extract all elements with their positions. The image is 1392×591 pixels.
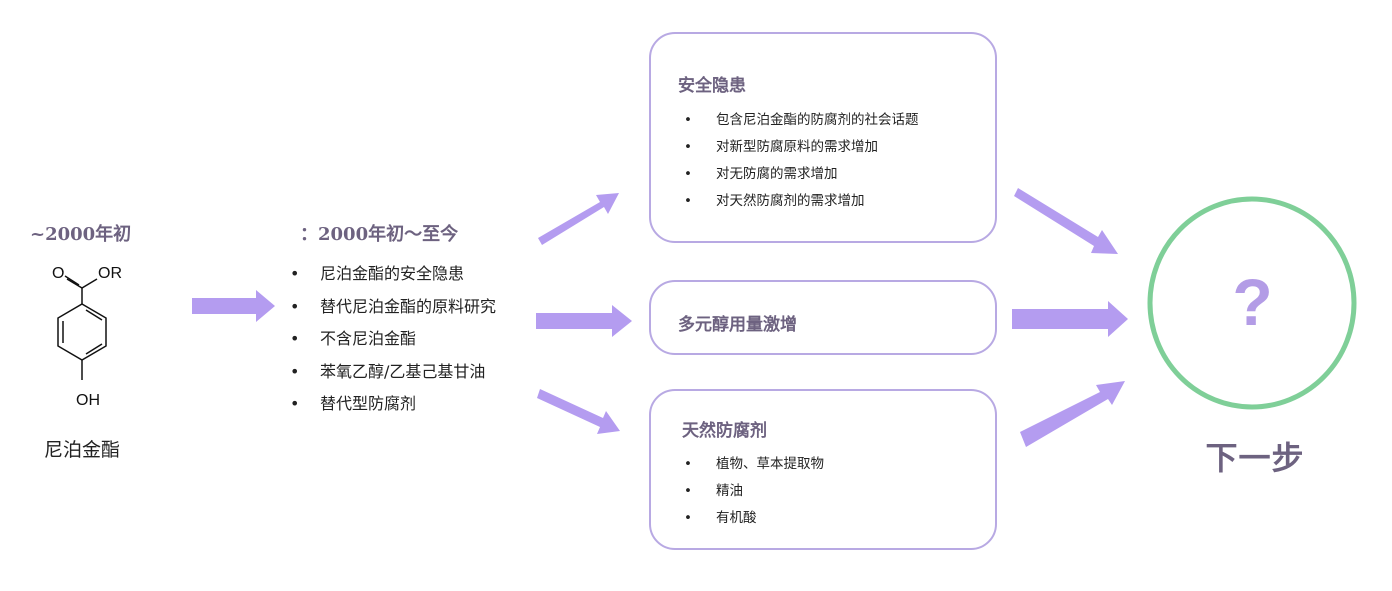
list-item: 有机酸 xyxy=(684,509,824,536)
list-item: 尼泊金酯的安全隐患 xyxy=(290,263,496,296)
arrow-up-right-icon xyxy=(1020,381,1125,447)
list-item: 苯氧乙醇/乙基己基甘油 xyxy=(290,361,496,394)
safety-box-list: 包含尼泊金酯的防腐剂的社会话题 对新型防腐原料的需求增加 对无防腐的需求增加 对… xyxy=(684,111,919,219)
next-step-label: 下一步 xyxy=(1205,439,1305,477)
next-step-circle xyxy=(1147,196,1357,410)
arrow-right-icon xyxy=(192,290,275,322)
arrow-down-right-icon xyxy=(1014,188,1118,254)
natural-box-list: 植物、草本提取物 精油 有机酸 xyxy=(684,455,824,536)
paraben-structure: O OR OH xyxy=(52,265,122,409)
safety-box-title: 安全隐患 xyxy=(678,76,746,96)
list-item: 不含尼泊金酯 xyxy=(290,328,496,361)
list-item: 包含尼泊金酯的防腐剂的社会话题 xyxy=(684,111,919,138)
list-item: 对新型防腐原料的需求增加 xyxy=(684,138,919,165)
arrow-up-right-icon xyxy=(538,193,619,245)
current-trends-list: 尼泊金酯的安全隐患 替代尼泊金酯的原料研究 不含尼泊金酯 苯氧乙醇/乙基己基甘油… xyxy=(290,263,496,426)
list-item: 替代型防腐剂 xyxy=(290,393,496,426)
arrow-down-right-icon xyxy=(537,389,620,434)
hydroxyl-label: OH xyxy=(76,392,100,409)
natural-preservatives-box: 天然防腐剂 植物、草本提取物 精油 有机酸 xyxy=(649,389,997,550)
list-item: 对无防腐的需求增加 xyxy=(684,165,919,192)
era-heading-early: ~2000年初 xyxy=(30,224,132,245)
list-item: 精油 xyxy=(684,482,824,509)
question-mark-icon: ? xyxy=(1232,265,1273,339)
arrow-right-icon xyxy=(536,305,632,337)
polyol-box-title: 多元醇用量激增 xyxy=(678,315,797,335)
paraben-caption: 尼泊金酯 xyxy=(44,439,121,461)
era-heading-current: ：2000年初～至今 xyxy=(300,224,459,245)
list-item: 植物、草本提取物 xyxy=(684,455,824,482)
list-item: 对天然防腐剂的需求增加 xyxy=(684,192,919,219)
safety-concerns-box: 安全隐患 包含尼泊金酯的防腐剂的社会话题 对新型防腐原料的需求增加 对无防腐的需… xyxy=(649,32,997,243)
natural-box-title: 天然防腐剂 xyxy=(682,421,767,441)
oxygen-label: O xyxy=(52,265,64,282)
list-item: 替代尼泊金酯的原料研究 xyxy=(290,296,496,329)
polyol-box: 多元醇用量激增 xyxy=(649,280,997,355)
arrow-right-icon xyxy=(1012,301,1128,337)
ester-group-label: OR xyxy=(98,265,122,282)
